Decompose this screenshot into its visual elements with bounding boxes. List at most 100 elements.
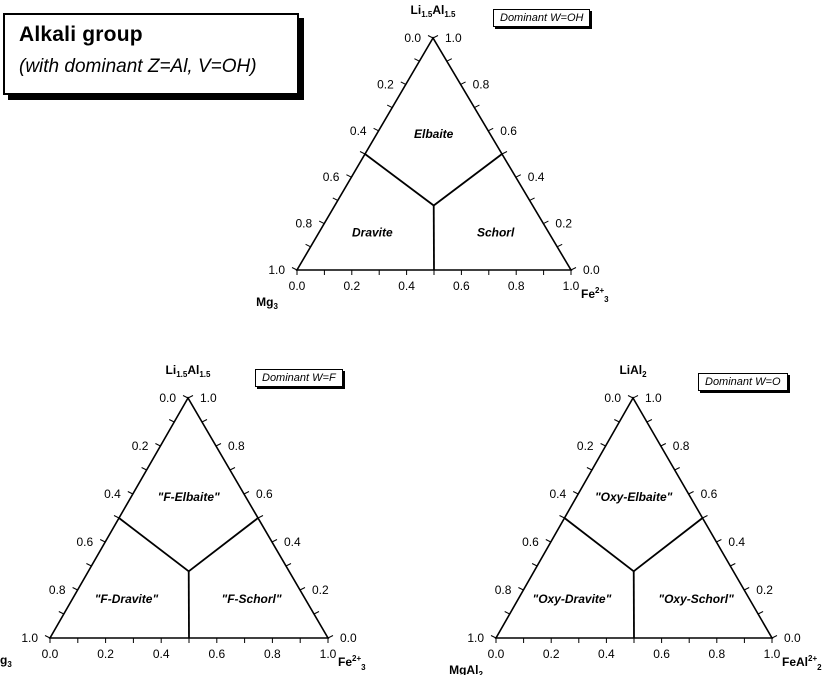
legend-f: Dominant W=F — [255, 369, 343, 387]
tick-right — [285, 563, 292, 567]
tick-left — [58, 611, 65, 615]
field-label-dravite: "Oxy-Dravite" — [533, 592, 612, 606]
tick-label-bottom: 1.0 — [563, 279, 580, 293]
tick-label-left: 0.6 — [522, 535, 539, 549]
tick-right — [771, 635, 778, 639]
legend-o: Dominant W=O — [698, 373, 788, 391]
tick-label-right: 1.0 — [445, 31, 462, 45]
tick-label-left: 0.0 — [159, 391, 176, 405]
tick-label-bottom: 0.6 — [208, 647, 225, 661]
tick-label-bottom: 0.0 — [42, 647, 59, 661]
tick-left — [127, 491, 134, 495]
tick-left — [141, 467, 147, 471]
tick-label-right: 0.0 — [784, 631, 801, 645]
tick-left — [86, 563, 92, 567]
field-label-schorl: "Oxy-Schorl" — [658, 592, 734, 606]
tick-right — [674, 467, 680, 471]
tick-label-bottom: 0.0 — [289, 279, 306, 293]
field-label-schorl: "F-Schorl" — [222, 592, 282, 606]
boundary-elbaite-dravite — [563, 517, 635, 572]
tick-label-right: 0.2 — [756, 583, 773, 597]
tick-right — [716, 539, 722, 543]
tick-label-bottom: 0.4 — [153, 647, 170, 661]
tick-left — [490, 635, 497, 639]
tick-right — [313, 611, 320, 615]
tick-right — [529, 197, 535, 201]
tick-right — [187, 395, 194, 399]
field-label-elbaite: "F-Elbaite" — [158, 490, 220, 504]
tick-right — [632, 395, 639, 399]
tick-left — [373, 127, 379, 132]
tick-right — [299, 587, 306, 591]
tick-left — [332, 197, 339, 201]
tick-label-left: 0.2 — [377, 77, 394, 91]
figure-title: Alkali group — [19, 23, 143, 46]
tick-label-bottom: 0.6 — [453, 279, 470, 293]
tick-left — [518, 587, 524, 591]
tick-label-right: 0.4 — [284, 535, 301, 549]
tick-right — [201, 419, 208, 423]
tick-label-left: 0.2 — [132, 439, 149, 453]
tick-label-left: 0.8 — [495, 583, 512, 597]
tick-right — [327, 635, 334, 639]
tick-left — [346, 174, 352, 178]
tick-label-right: 0.0 — [583, 263, 600, 277]
boundary-elbaite-schorl — [433, 153, 503, 207]
tick-left — [627, 395, 634, 399]
boundary-elbaite-schorl — [633, 517, 704, 572]
tick-right — [730, 563, 736, 567]
tick-label-left: 0.4 — [104, 487, 121, 501]
tick-right — [460, 81, 466, 85]
tick-label-right: 0.2 — [312, 583, 329, 597]
tick-label-left: 0.6 — [77, 535, 94, 549]
tick-right — [215, 443, 222, 447]
tick-label-left: 0.0 — [604, 391, 621, 405]
figure-subtitle: (with dominant Z=Al, V=OH) — [19, 56, 257, 77]
tick-right — [257, 515, 264, 519]
tick-left — [600, 443, 606, 447]
tick-right — [743, 587, 750, 591]
tick-left — [168, 419, 175, 423]
tick-label-bottom: 0.6 — [653, 647, 670, 661]
tick-label-bottom: 0.2 — [543, 647, 560, 661]
tick-label-left: 0.8 — [49, 583, 66, 597]
tick-left — [614, 419, 620, 423]
tick-right — [757, 611, 764, 615]
tick-left — [531, 563, 538, 567]
tick-label-right: 0.8 — [228, 439, 245, 453]
tick-right — [515, 174, 522, 178]
tick-left — [504, 611, 510, 615]
tick-left — [182, 395, 189, 399]
tick-label-bottom: 0.8 — [708, 647, 725, 661]
tick-label-left: 1.0 — [21, 631, 38, 645]
tick-right — [229, 467, 236, 471]
tick-left — [359, 151, 366, 155]
tick-label-left: 0.8 — [296, 217, 313, 231]
corner-label-right: Fe2+3 — [581, 286, 609, 304]
tick-left — [99, 539, 106, 543]
tick-right — [474, 104, 480, 109]
tick-label-right: 1.0 — [645, 391, 662, 405]
tick-label-left: 0.6 — [323, 170, 340, 184]
tick-left — [427, 35, 434, 39]
tick-left — [572, 491, 579, 495]
tick-label-right: 0.6 — [500, 124, 517, 138]
tick-right — [570, 267, 577, 271]
tick-right — [487, 127, 494, 132]
legend-oh: Dominant W=OH — [493, 9, 591, 27]
tick-right — [646, 419, 653, 423]
tick-left — [113, 515, 120, 519]
tick-right — [702, 515, 708, 519]
tick-label-right: 0.0 — [340, 631, 357, 645]
tick-label-right: 0.2 — [555, 217, 572, 231]
tick-label-right: 0.6 — [701, 487, 718, 501]
tick-label-bottom: 0.2 — [97, 647, 114, 661]
corner-label-left: g3 — [0, 653, 12, 669]
tick-label-left: 0.2 — [577, 439, 594, 453]
corner-label-left: MgAl2 — [449, 663, 483, 675]
tick-right — [660, 443, 667, 447]
corner-label-right: Fe2+3 — [338, 654, 366, 672]
